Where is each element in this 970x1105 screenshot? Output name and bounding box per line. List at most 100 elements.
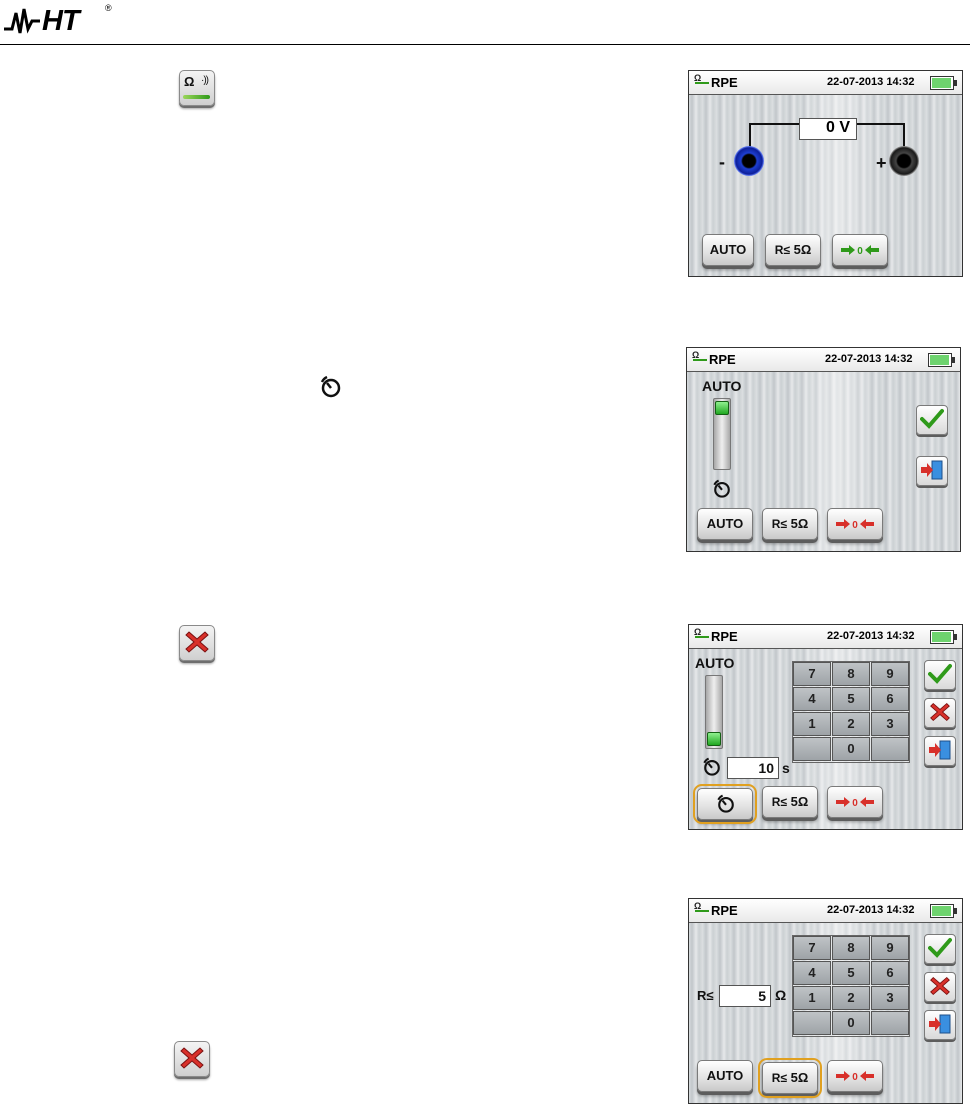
stopwatch-icon [320,375,341,398]
svg-text:0: 0 [852,798,858,808]
datetime: 22-07-2013 14:32 [825,353,913,365]
limit-button[interactable]: R≤ 5Ω [762,786,818,818]
key-4[interactable]: 4 [793,687,831,711]
key-0[interactable]: 0 [832,737,870,761]
datetime: 22-07-2013 14:32 [827,76,915,88]
key-5[interactable]: 5 [832,961,870,985]
slider-knob[interactable] [715,401,729,415]
exit-button[interactable] [916,456,948,486]
key-blank-left[interactable] [793,737,831,761]
time-field[interactable]: 10 [727,757,779,779]
svg-text:0: 0 [852,1072,858,1082]
key-2[interactable]: 2 [832,986,870,1010]
limit-button[interactable]: R≤ 5Ω [758,1058,822,1098]
mode-icon: Ω [694,627,702,637]
minus-sign: - [719,152,725,172]
mode-icon: Ω [694,73,702,83]
cancel-button-icon-2[interactable] [174,1041,210,1077]
battery-icon [930,630,957,644]
status-bar: Ω RPE 22-07-2013 14:32 [687,348,960,372]
key-7[interactable]: 7 [793,662,831,686]
limit-value: 5Ω [793,242,812,257]
mode-icon-bar [695,82,709,84]
slider-knob[interactable] [707,732,721,746]
key-3[interactable]: 3 [871,712,909,736]
limit-button[interactable]: R≤ 5Ω [765,234,821,266]
mode-icon-bar [695,910,709,912]
limit-value: 5Ω [790,516,809,531]
auto-mode-button[interactable]: AUTO [702,234,754,266]
exit-door-icon [929,740,951,760]
cancel-button-icon[interactable] [179,625,215,661]
mode-title: RPE [711,75,738,90]
confirm-button[interactable] [916,405,948,435]
red-x-icon [930,976,950,996]
red-x-icon [930,702,950,722]
key-9[interactable]: 9 [871,662,909,686]
limit-button[interactable]: R≤ 5Ω [762,508,818,540]
zero-calibration-button[interactable]: 0 [832,234,888,266]
green-bar-icon [183,95,210,99]
status-bar: Ω RPE 22-07-2013 14:32 [689,899,962,923]
cancel-button[interactable] [924,698,956,728]
confirm-button[interactable] [924,934,956,964]
limit-value: 5Ω [790,1070,809,1085]
key-0[interactable]: 0 [832,1011,870,1035]
screen-rpe-timer-keypad: Ω RPE 22-07-2013 14:32 AUTO 10 s 7 8 9 4… [688,624,963,830]
auto-mode-button[interactable]: AUTO [697,1060,753,1092]
svg-text:0: 0 [857,246,863,256]
key-blank-left[interactable] [793,1011,831,1035]
screen-rpe-auto: Ω RPE 22-07-2013 14:32 AUTO AUTO R≤ 5Ω 0 [686,347,961,552]
datetime: 22-07-2013 14:32 [827,904,915,916]
key-1[interactable]: 1 [793,986,831,1010]
auto-timer-slider[interactable] [705,675,723,749]
key-3[interactable]: 3 [871,986,909,1010]
zero-calibration-button[interactable]: 0 [827,508,883,540]
lightning-logo-icon [4,8,40,34]
exit-door-icon [929,1014,951,1034]
datetime: 22-07-2013 14:32 [827,630,915,642]
zero-calibration-button[interactable]: 0 [827,786,883,818]
key-7[interactable]: 7 [793,936,831,960]
key-1[interactable]: 1 [793,712,831,736]
green-check-icon [928,938,952,958]
key-blank-right[interactable] [871,1011,909,1035]
confirm-button[interactable] [924,660,956,690]
positive-terminal [889,146,919,176]
stopwatch-icon [713,479,730,498]
mode-icon-bar [693,359,707,361]
key-2[interactable]: 2 [832,712,870,736]
timer-mode-button[interactable] [693,784,757,824]
key-blank-right[interactable] [871,737,909,761]
numeric-keypad: 7 8 9 4 5 6 1 2 3 0 [792,935,910,1037]
voltage-display: 0 V [799,118,857,140]
beep-wave-icon: ·)) [201,75,209,86]
cancel-button[interactable] [924,972,956,1002]
logo-text: HT [42,5,80,37]
limit-field[interactable]: 5 [719,985,771,1007]
key-4[interactable]: 4 [793,961,831,985]
exit-button[interactable] [924,736,956,766]
auto-mode-button[interactable]: AUTO [697,508,753,540]
stopwatch-icon [717,794,734,813]
limit-symbol: R≤ [771,517,787,531]
measure-function-button[interactable]: Ω ·)) [179,70,215,106]
svg-text:0: 0 [852,520,858,530]
key-8[interactable]: 8 [832,936,870,960]
key-9[interactable]: 9 [871,936,909,960]
limit-symbol-label: R≤ [697,988,714,1003]
key-6[interactable]: 6 [871,687,909,711]
key-6[interactable]: 6 [871,961,909,985]
limit-symbol: R≤ [774,243,790,257]
mode-title: RPE [711,629,738,644]
red-x-icon [180,1047,204,1069]
exit-button[interactable] [924,1010,956,1040]
auto-timer-slider[interactable] [713,398,731,470]
zero-calibration-button[interactable]: 0 [827,1060,883,1092]
limit-symbol: R≤ [771,795,787,809]
zero-arrows-icon: 0 [836,1071,874,1082]
zero-arrows-icon: 0 [836,797,874,808]
green-check-icon [920,409,944,429]
key-5[interactable]: 5 [832,687,870,711]
key-8[interactable]: 8 [832,662,870,686]
